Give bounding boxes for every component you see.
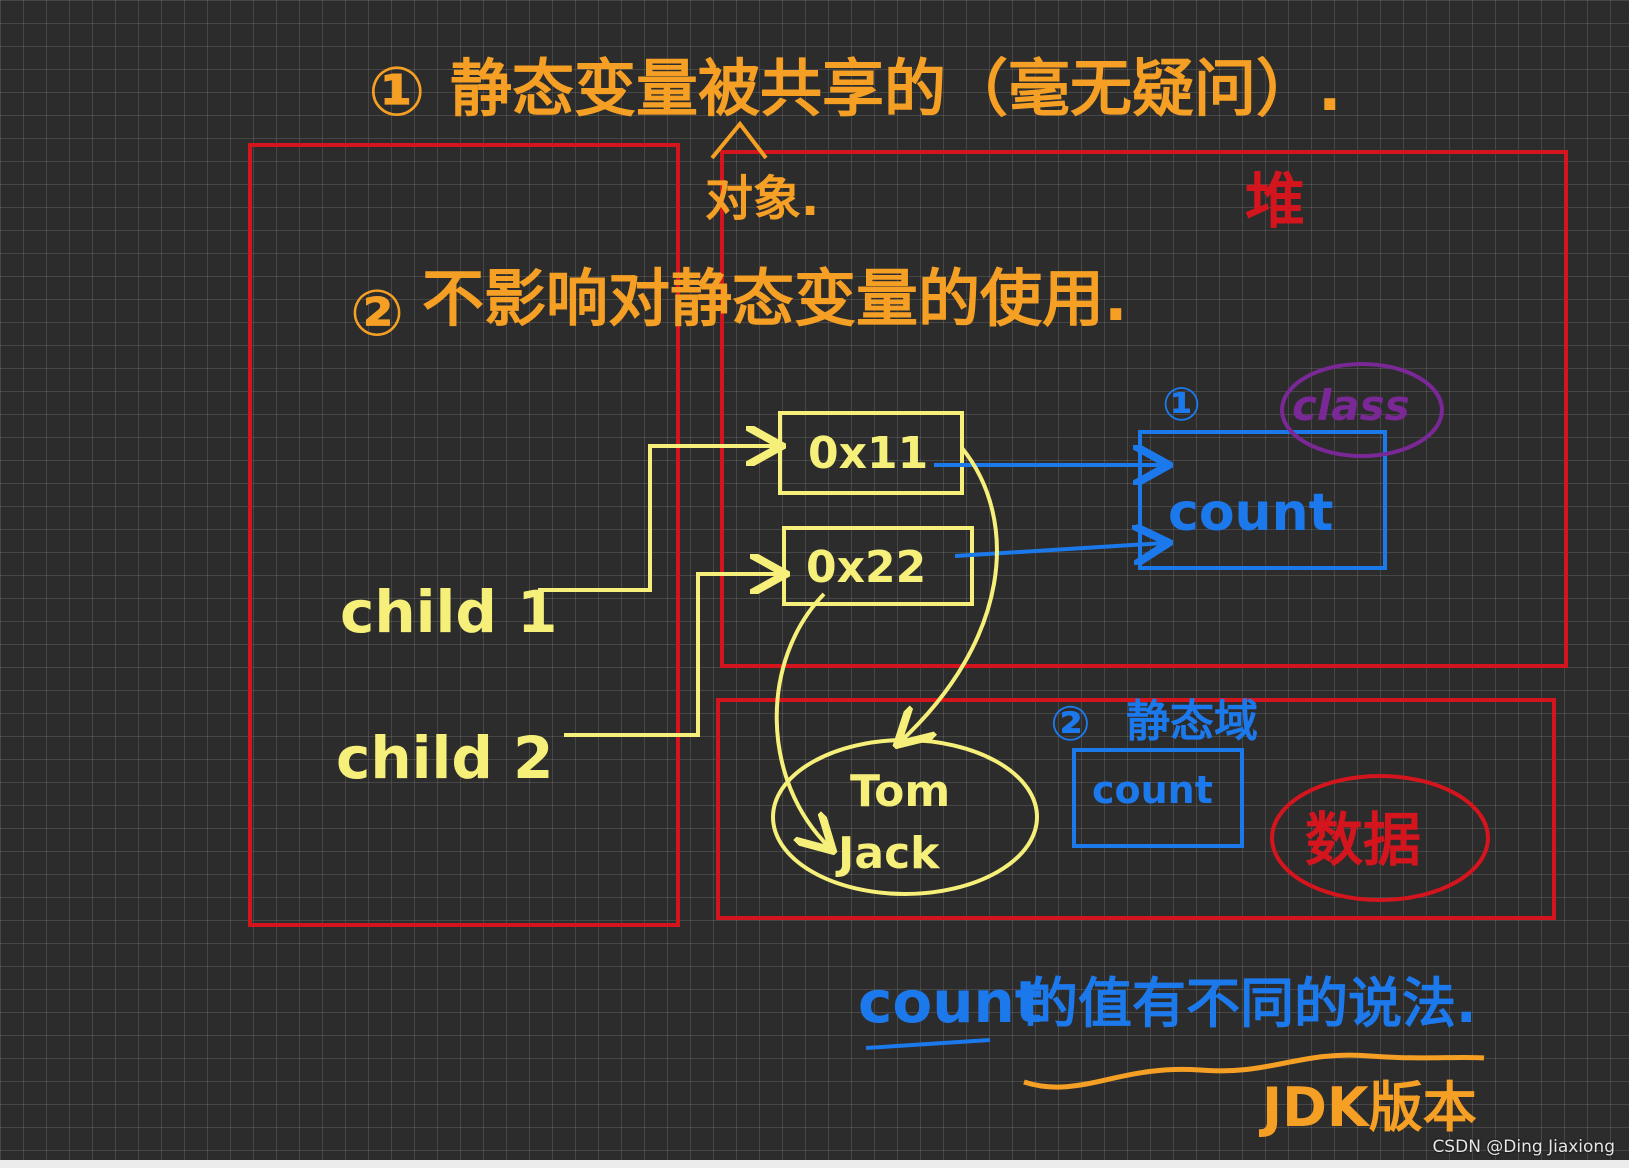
obj2-to-count-arrow (954, 543, 1165, 556)
note1-marker: ① (368, 53, 426, 132)
static-area-label: 静态域 (1126, 696, 1258, 747)
string-jack: Jack (835, 828, 941, 879)
watermark: CSDN @Ding Jiaxiong (1432, 1137, 1615, 1157)
static-count-box (1072, 748, 1244, 848)
class-count-field: count (1168, 483, 1333, 543)
data-label: 数据 (1305, 806, 1421, 874)
stack-region (248, 143, 680, 927)
child2-label: child 2 (336, 724, 554, 792)
object-label-0x22: 0x22 (806, 542, 926, 593)
note2-marker: ② (350, 277, 404, 351)
footer-jdk-note: JDK版本 (1258, 1076, 1477, 1139)
footer-count-underline (865, 1038, 991, 1050)
static-count-field: count (1092, 768, 1213, 812)
insert-caret (710, 120, 768, 160)
static-marker: ② (1050, 696, 1091, 752)
method-area-region (716, 698, 1556, 920)
footer-wavy-line (1023, 1052, 1485, 1090)
data-outline (1270, 774, 1490, 902)
class-count-box (1138, 430, 1387, 570)
heap-region (720, 150, 1568, 668)
heap-label: 堆 (1245, 167, 1305, 237)
obj2-to-jack-arrow (774, 592, 830, 848)
note1-text: 静态变量被共享的（毫无疑问）. (450, 52, 1342, 125)
class-tag-outline (1280, 362, 1444, 458)
bottom-strip (0, 1160, 1629, 1168)
footer-statement: 的值有不同的说法. (1024, 972, 1477, 1035)
footer-count-word: count (858, 968, 1043, 1036)
note2-text: 不影响对静态变量的使用. (422, 262, 1128, 335)
class-tag: class (1292, 381, 1410, 430)
obj1-to-tom-arrow (900, 446, 999, 742)
class-marker: ① (1162, 377, 1201, 431)
object-label-0x11: 0x11 (808, 428, 928, 479)
child1-label: child 1 (340, 578, 558, 646)
note1-insert: 对象. (705, 171, 819, 227)
child1-reference-arrow (538, 446, 778, 592)
string-tom: Tom (850, 766, 950, 817)
child2-reference-arrow (564, 574, 782, 737)
